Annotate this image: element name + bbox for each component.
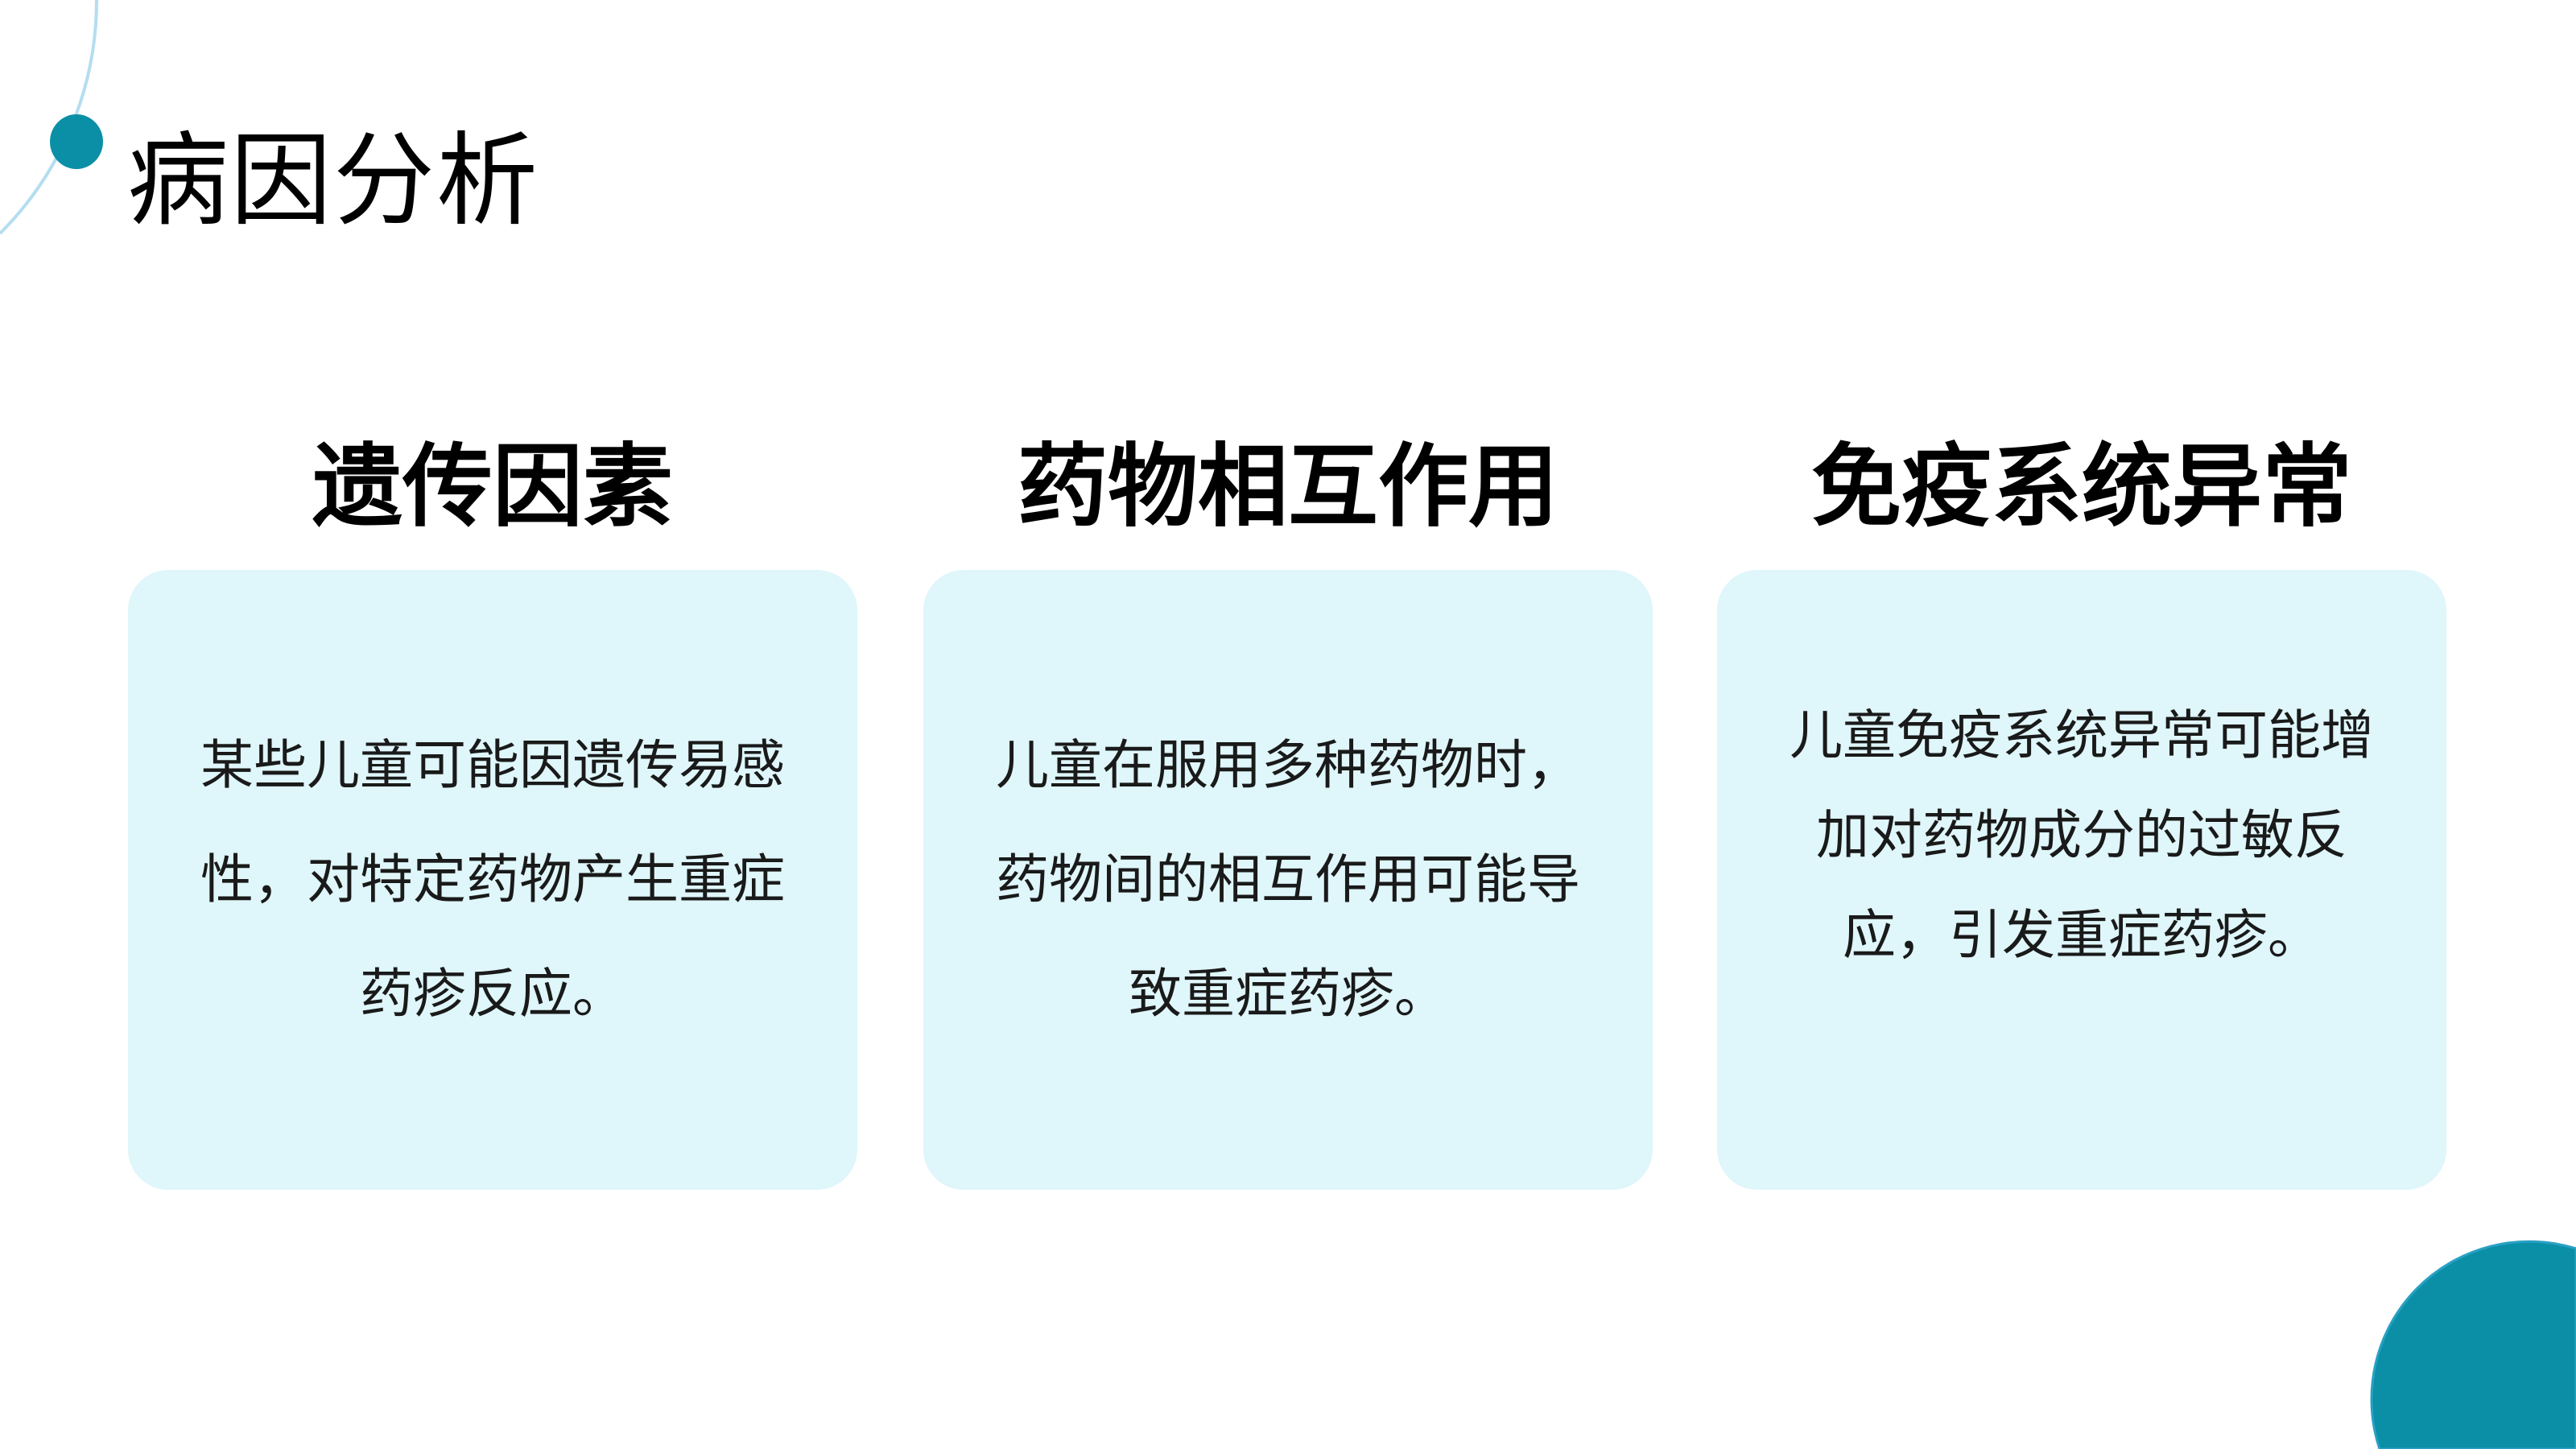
page-title: 病因分析 [127, 122, 539, 240]
card-immune-abnormality: 儿童免疫系统异常可能增加对药物成分的过敏反应，引发重症药疹。 [1717, 570, 2446, 1190]
card-body: 儿童在服用多种药物时，药物间的相互作用可能导致重症药疹。 [996, 734, 1580, 1025]
heading-genetic-factors: 遗传因素 [312, 435, 673, 539]
accent-dot [50, 114, 103, 169]
card-body: 某些儿童可能因遗传易感性，对特定药物产生重症药疹反应。 [200, 734, 785, 1025]
heading-drug-interaction: 药物相互作用 [1018, 435, 1558, 539]
card-body: 儿童免疫系统异常可能增加对药物成分的过敏反应，引发重症药疹。 [1790, 704, 2374, 966]
card-genetic-factors: 某些儿童可能因遗传易感性，对特定药物产生重症药疹反应。 [128, 570, 857, 1190]
heading-immune-abnormality: 免疫系统异常 [1811, 435, 2352, 539]
card-drug-interaction: 儿童在服用多种药物时，药物间的相互作用可能导致重症药疹。 [923, 570, 1653, 1190]
corner-circle [2370, 1240, 2576, 1449]
